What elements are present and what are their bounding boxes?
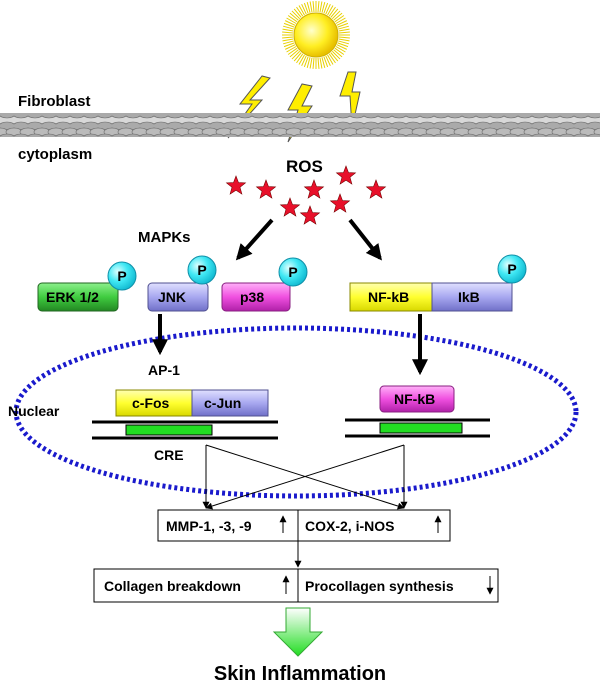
cytoplasm-label: cytoplasm [18, 146, 92, 163]
skin-inflammation-label: Skin Inflammation [214, 663, 386, 683]
collagen-breakdown-label: Collagen breakdown [104, 578, 241, 594]
jnk-label: JNK [158, 289, 186, 305]
phosphate-label: P [197, 262, 206, 278]
mmp-label: MMP-1, -3, -9 [166, 518, 252, 534]
cell-membrane [0, 113, 600, 137]
ros-star-icon [329, 193, 351, 213]
ros-to-mapks-arrow [235, 218, 274, 261]
nuclear-membrane [13, 325, 579, 499]
nuclear-nfkb-label: NF-kB [394, 391, 435, 407]
ros-star-icon [365, 179, 387, 199]
procollagen-synthesis-label: Procollagen synthesis [305, 578, 454, 594]
ros-stars [225, 165, 387, 225]
cre-label: CRE [154, 447, 184, 463]
collagen-output-box: Collagen breakdown Procollagen synthesis [93, 568, 499, 603]
phosphate-label: P [507, 261, 516, 277]
p38-label: p38 [240, 289, 264, 305]
nfkb-label: NF-kB [368, 289, 409, 305]
ros-star-icon [335, 165, 357, 185]
ap1-label: AP-1 [148, 362, 180, 378]
mapks-label: MAPKs [138, 229, 191, 246]
jnk-box: JNK [147, 282, 209, 312]
nfkb-ikb-complex: NF-kB IkB [349, 282, 513, 312]
cfos-label: c-Fos [132, 395, 170, 411]
ros-star-icon [299, 205, 321, 225]
ros-star-icon [303, 179, 325, 199]
ros-label: ROS [286, 157, 323, 176]
phosphate-icon: P [107, 261, 137, 291]
gene-expression-arrows [202, 444, 408, 510]
ros-to-nfkb-arrow [348, 218, 382, 261]
p38-box: p38 [221, 282, 291, 312]
fibroblast-label: Fibroblast [18, 93, 91, 110]
erk-label: ERK 1/2 [46, 289, 99, 305]
ros-star-icon [255, 179, 277, 199]
expression-output-box: MMP-1, -3, -9 COX-2, i-NOS [157, 509, 451, 542]
ikb-label: IkB [458, 289, 480, 305]
ros-star-icon [225, 175, 247, 195]
sun-icon [282, 1, 350, 69]
ros-star-icon [279, 197, 301, 217]
cjun-label: c-Jun [204, 395, 241, 411]
nfkb-dna-element [345, 418, 490, 438]
nuclear-label: Nuclear [8, 403, 60, 419]
phosphate-label: P [117, 268, 126, 284]
phosphate-label: P [288, 264, 297, 280]
cox-label: COX-2, i-NOS [305, 518, 394, 534]
phosphate-icon: P [497, 254, 527, 284]
phosphate-icon: P [278, 257, 308, 287]
cre-dna-element [92, 420, 278, 440]
erk-box: ERK 1/2 [37, 282, 119, 312]
ap1-complex: c-Fos c-Jun [115, 389, 269, 417]
green-down-arrow-icon [272, 607, 324, 657]
nuclear-nfkb-box: NF-kB [379, 385, 455, 413]
phosphate-icon: P [187, 255, 217, 285]
